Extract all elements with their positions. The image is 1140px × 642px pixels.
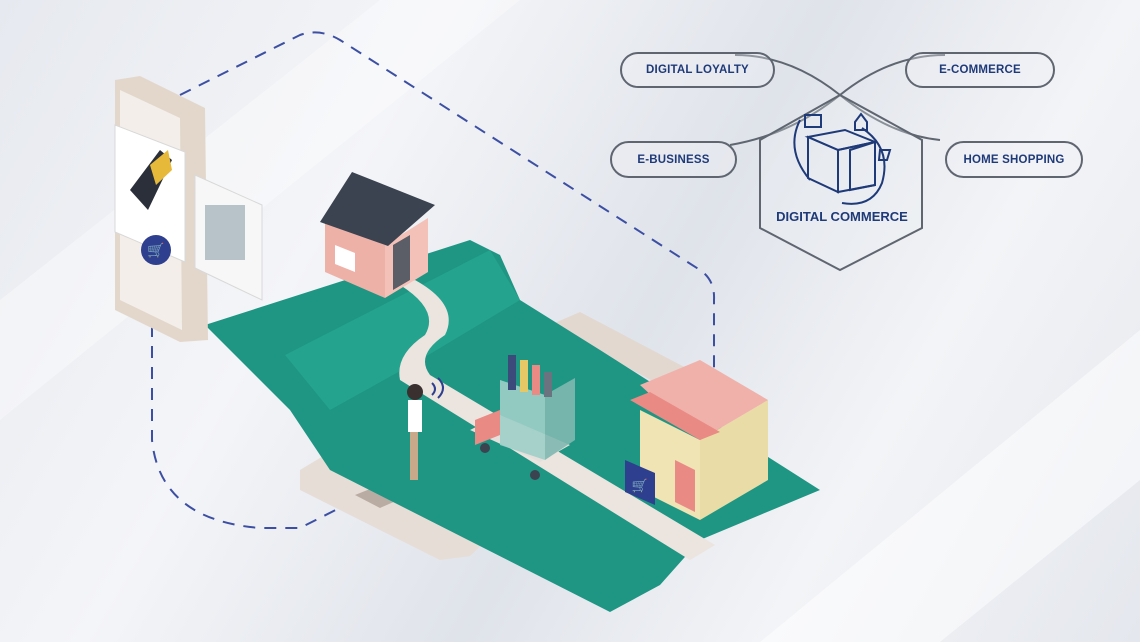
branch-e-business: E-BUSINESS xyxy=(610,141,737,178)
dashed-connection xyxy=(179,31,716,375)
light-streak xyxy=(760,330,1140,642)
phone-right xyxy=(550,312,690,385)
cart-icon: 🛒 xyxy=(147,242,164,259)
person-head xyxy=(407,384,423,400)
bag-item xyxy=(520,360,528,392)
bag-item xyxy=(532,365,540,395)
cart-icon: 🛒 xyxy=(632,478,648,493)
cart-button[interactable] xyxy=(141,235,171,265)
branch-label: E-BUSINESS xyxy=(637,153,710,166)
truck-wheel xyxy=(530,470,540,480)
shop-sign xyxy=(625,460,655,505)
house-door xyxy=(393,235,410,290)
house-window xyxy=(335,245,355,272)
ground-fold xyxy=(285,250,520,410)
shop-roof xyxy=(640,360,768,440)
branch-label: DIGITAL LOYALTY xyxy=(646,64,749,76)
center-label: DIGITAL COMMERCE xyxy=(776,209,908,224)
path xyxy=(399,280,715,560)
truck-wheel xyxy=(480,443,490,453)
shop-door xyxy=(675,460,695,512)
chips-label xyxy=(150,150,172,185)
wifi-signal-icon xyxy=(431,377,444,399)
bag-item xyxy=(544,372,552,397)
center-hexagon xyxy=(759,93,923,272)
phone-home-button xyxy=(355,485,405,508)
house-roof xyxy=(320,172,435,246)
branch-label: HOME SHOPPING xyxy=(963,153,1065,166)
bottles xyxy=(205,205,245,260)
shop-awning xyxy=(630,392,720,440)
bag-item xyxy=(508,355,516,390)
shopping-bag xyxy=(500,380,545,460)
person-body xyxy=(408,400,422,432)
truck-cab xyxy=(475,410,500,445)
branch-home-shopping: HOME SHOPPING xyxy=(945,141,1083,178)
shopping-bag-side xyxy=(545,378,575,460)
dashed-connection xyxy=(151,325,396,529)
person-legs xyxy=(410,430,418,480)
open-box-icon xyxy=(793,112,892,205)
branch-digital-loyalty: DIGITAL LOYALTY xyxy=(620,52,775,88)
branch-label: E-COMMERCE xyxy=(939,64,1021,76)
branch-e-commerce: E-COMMERCE xyxy=(905,52,1055,88)
